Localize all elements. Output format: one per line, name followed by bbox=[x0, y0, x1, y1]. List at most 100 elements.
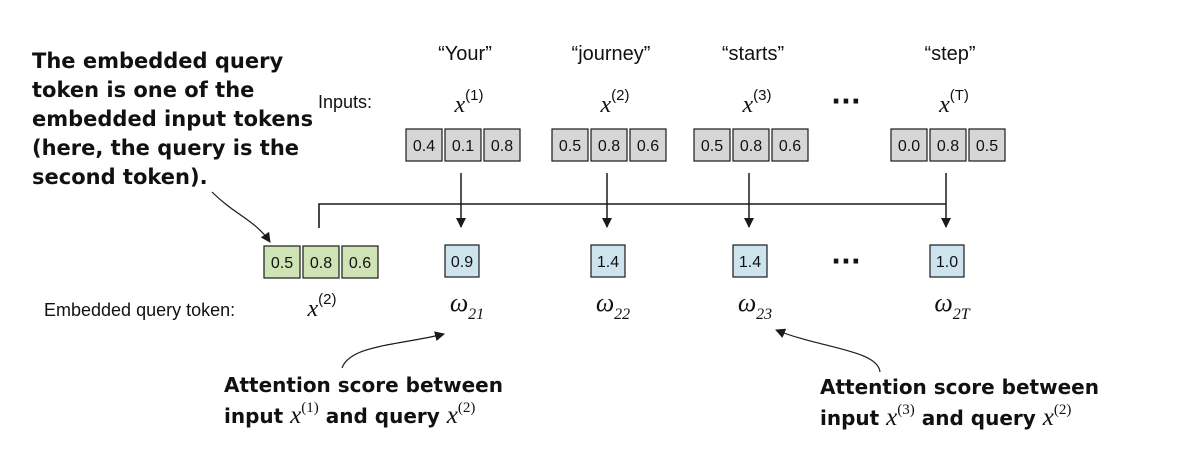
callout-query-line: token is one of the bbox=[32, 78, 254, 102]
callout-left-prefix: input bbox=[224, 404, 290, 428]
input-cell-box bbox=[732, 128, 770, 162]
score-cell-4-value: 1.0 bbox=[936, 254, 958, 271]
query-cell: 0.8 bbox=[302, 245, 340, 279]
input-cell-value: 0.8 bbox=[740, 138, 762, 155]
input-cell-box bbox=[693, 128, 731, 162]
query-cell: 0.5 bbox=[263, 245, 301, 279]
input-symbol-2-base: x bbox=[600, 92, 612, 118]
callout-left-line2: input x(1) and query x(2) bbox=[224, 400, 475, 429]
input-symbol-3: x(3) bbox=[742, 87, 772, 118]
token-word-2: “journey” bbox=[572, 43, 651, 65]
score-cell-3-value: 1.4 bbox=[739, 254, 761, 271]
inputs-label: Inputs: bbox=[318, 92, 372, 112]
callout-left-x-b: x bbox=[446, 402, 458, 429]
input-cell-value: 0.6 bbox=[637, 138, 659, 155]
score-cell-3: 1.4 bbox=[732, 244, 768, 278]
score-symbol-4-subscript: 2T bbox=[953, 306, 971, 323]
score-cell-2: 1.4 bbox=[590, 244, 626, 278]
input-symbol-4-base: x bbox=[938, 92, 950, 118]
query-cell-value: 0.8 bbox=[310, 255, 332, 272]
input-cell-value: 0.6 bbox=[779, 138, 801, 155]
query-label: Embedded query token: bbox=[44, 300, 235, 320]
query-symbol: x(2) bbox=[307, 291, 337, 322]
score-cell-4-box bbox=[929, 244, 965, 278]
input-cell: 0.4 bbox=[405, 128, 443, 162]
input-cell-box bbox=[890, 128, 928, 162]
score-symbol-2-base: ω bbox=[596, 288, 614, 317]
input-symbol-1-superscript: (1) bbox=[465, 87, 483, 104]
input-cell-box bbox=[551, 128, 589, 162]
input-cell-value: 0.8 bbox=[491, 138, 513, 155]
score-cell-1-box bbox=[444, 244, 480, 278]
input-cell: 0.6 bbox=[629, 128, 667, 162]
input-cell-box bbox=[405, 128, 443, 162]
ellipsis-inputs: ··· bbox=[831, 87, 861, 117]
query-cell-value: 0.5 bbox=[271, 255, 293, 272]
token-word-4: “step” bbox=[924, 43, 975, 65]
query-cell-value: 0.6 bbox=[349, 255, 371, 272]
score-symbol-1: ω21 bbox=[450, 288, 484, 323]
score-symbol-2: ω22 bbox=[596, 288, 630, 323]
score-symbol-3-base: ω bbox=[738, 288, 756, 317]
score-cell-2-value: 1.4 bbox=[597, 254, 619, 271]
callout-right-x-b: x bbox=[1042, 404, 1054, 431]
input-symbol-3-superscript: (3) bbox=[753, 87, 771, 104]
callout-query-line: second token). bbox=[32, 165, 208, 189]
callout-left-arrow bbox=[341, 331, 445, 369]
callout-left-mid: and query bbox=[319, 404, 447, 428]
input-cell-value: 0.8 bbox=[598, 138, 620, 155]
input-cell-box bbox=[629, 128, 667, 162]
callout-query-line: The embedded query bbox=[32, 49, 283, 73]
input-cell: 0.8 bbox=[732, 128, 770, 162]
score-symbol-3-subscript: 23 bbox=[756, 306, 772, 323]
input-cell-value: 0.1 bbox=[452, 138, 474, 155]
callout-left-x-a: x bbox=[289, 402, 301, 429]
input-cell-box bbox=[968, 128, 1006, 162]
input-cell: 0.5 bbox=[551, 128, 589, 162]
score-symbol-1-subscript: 21 bbox=[468, 306, 484, 323]
input-vector-2: 0.5 0.8 0.6 bbox=[551, 128, 667, 162]
callout-right-sup-a: (3) bbox=[897, 402, 915, 418]
callout-left-line1: Attention score between bbox=[224, 373, 503, 397]
score-cell-1: 0.9 bbox=[444, 244, 480, 278]
callout-right-prefix: input bbox=[820, 406, 886, 430]
input-symbol-2: x(2) bbox=[600, 87, 630, 118]
score-cell-4: 1.0 bbox=[929, 244, 965, 278]
token-word-1: “Your” bbox=[438, 43, 492, 65]
ellipsis-scores: ··· bbox=[831, 247, 861, 277]
score-symbol-4: ω2T bbox=[934, 288, 970, 323]
input-cell-value: 0.8 bbox=[937, 138, 959, 155]
input-cell: 0.8 bbox=[483, 128, 521, 162]
input-vector-3: 0.5 0.8 0.6 bbox=[693, 128, 809, 162]
score-cell-3-box bbox=[732, 244, 768, 278]
callout-right-x-a: x bbox=[885, 404, 897, 431]
callout-right-line1: Attention score between bbox=[820, 375, 1099, 399]
input-cell-box bbox=[483, 128, 521, 162]
input-symbol-1-base: x bbox=[454, 92, 466, 118]
input-cell-box bbox=[929, 128, 967, 162]
callout-right-arrow bbox=[775, 328, 881, 373]
callout-right-line2: input x(3) and query x(2) bbox=[820, 402, 1071, 431]
input-cell-box bbox=[771, 128, 809, 162]
input-symbol-2-superscript: (2) bbox=[611, 87, 629, 104]
input-cell-value: 0.5 bbox=[559, 138, 581, 155]
input-cell: 0.5 bbox=[968, 128, 1006, 162]
query-symbol-superscript: (2) bbox=[318, 291, 336, 308]
input-cell-box bbox=[444, 128, 482, 162]
input-cell: 0.1 bbox=[444, 128, 482, 162]
score-symbol-1-base: ω bbox=[450, 288, 468, 317]
callout-left-sup-a: (1) bbox=[301, 400, 319, 416]
callout-query-line: (here, the query is the bbox=[32, 136, 299, 160]
input-cell-value: 0.5 bbox=[701, 138, 723, 155]
input-cell: 0.0 bbox=[890, 128, 928, 162]
input-cell: 0.6 bbox=[771, 128, 809, 162]
input-symbol-4-superscript: (T) bbox=[950, 87, 969, 104]
token-word-3: “starts” bbox=[722, 43, 784, 65]
query-cell-box bbox=[302, 245, 340, 279]
score-symbol-3: ω23 bbox=[738, 288, 772, 323]
input-cell-box bbox=[590, 128, 628, 162]
input-cell: 0.8 bbox=[929, 128, 967, 162]
input-cell: 0.8 bbox=[590, 128, 628, 162]
score-symbol-4-base: ω bbox=[934, 288, 952, 317]
